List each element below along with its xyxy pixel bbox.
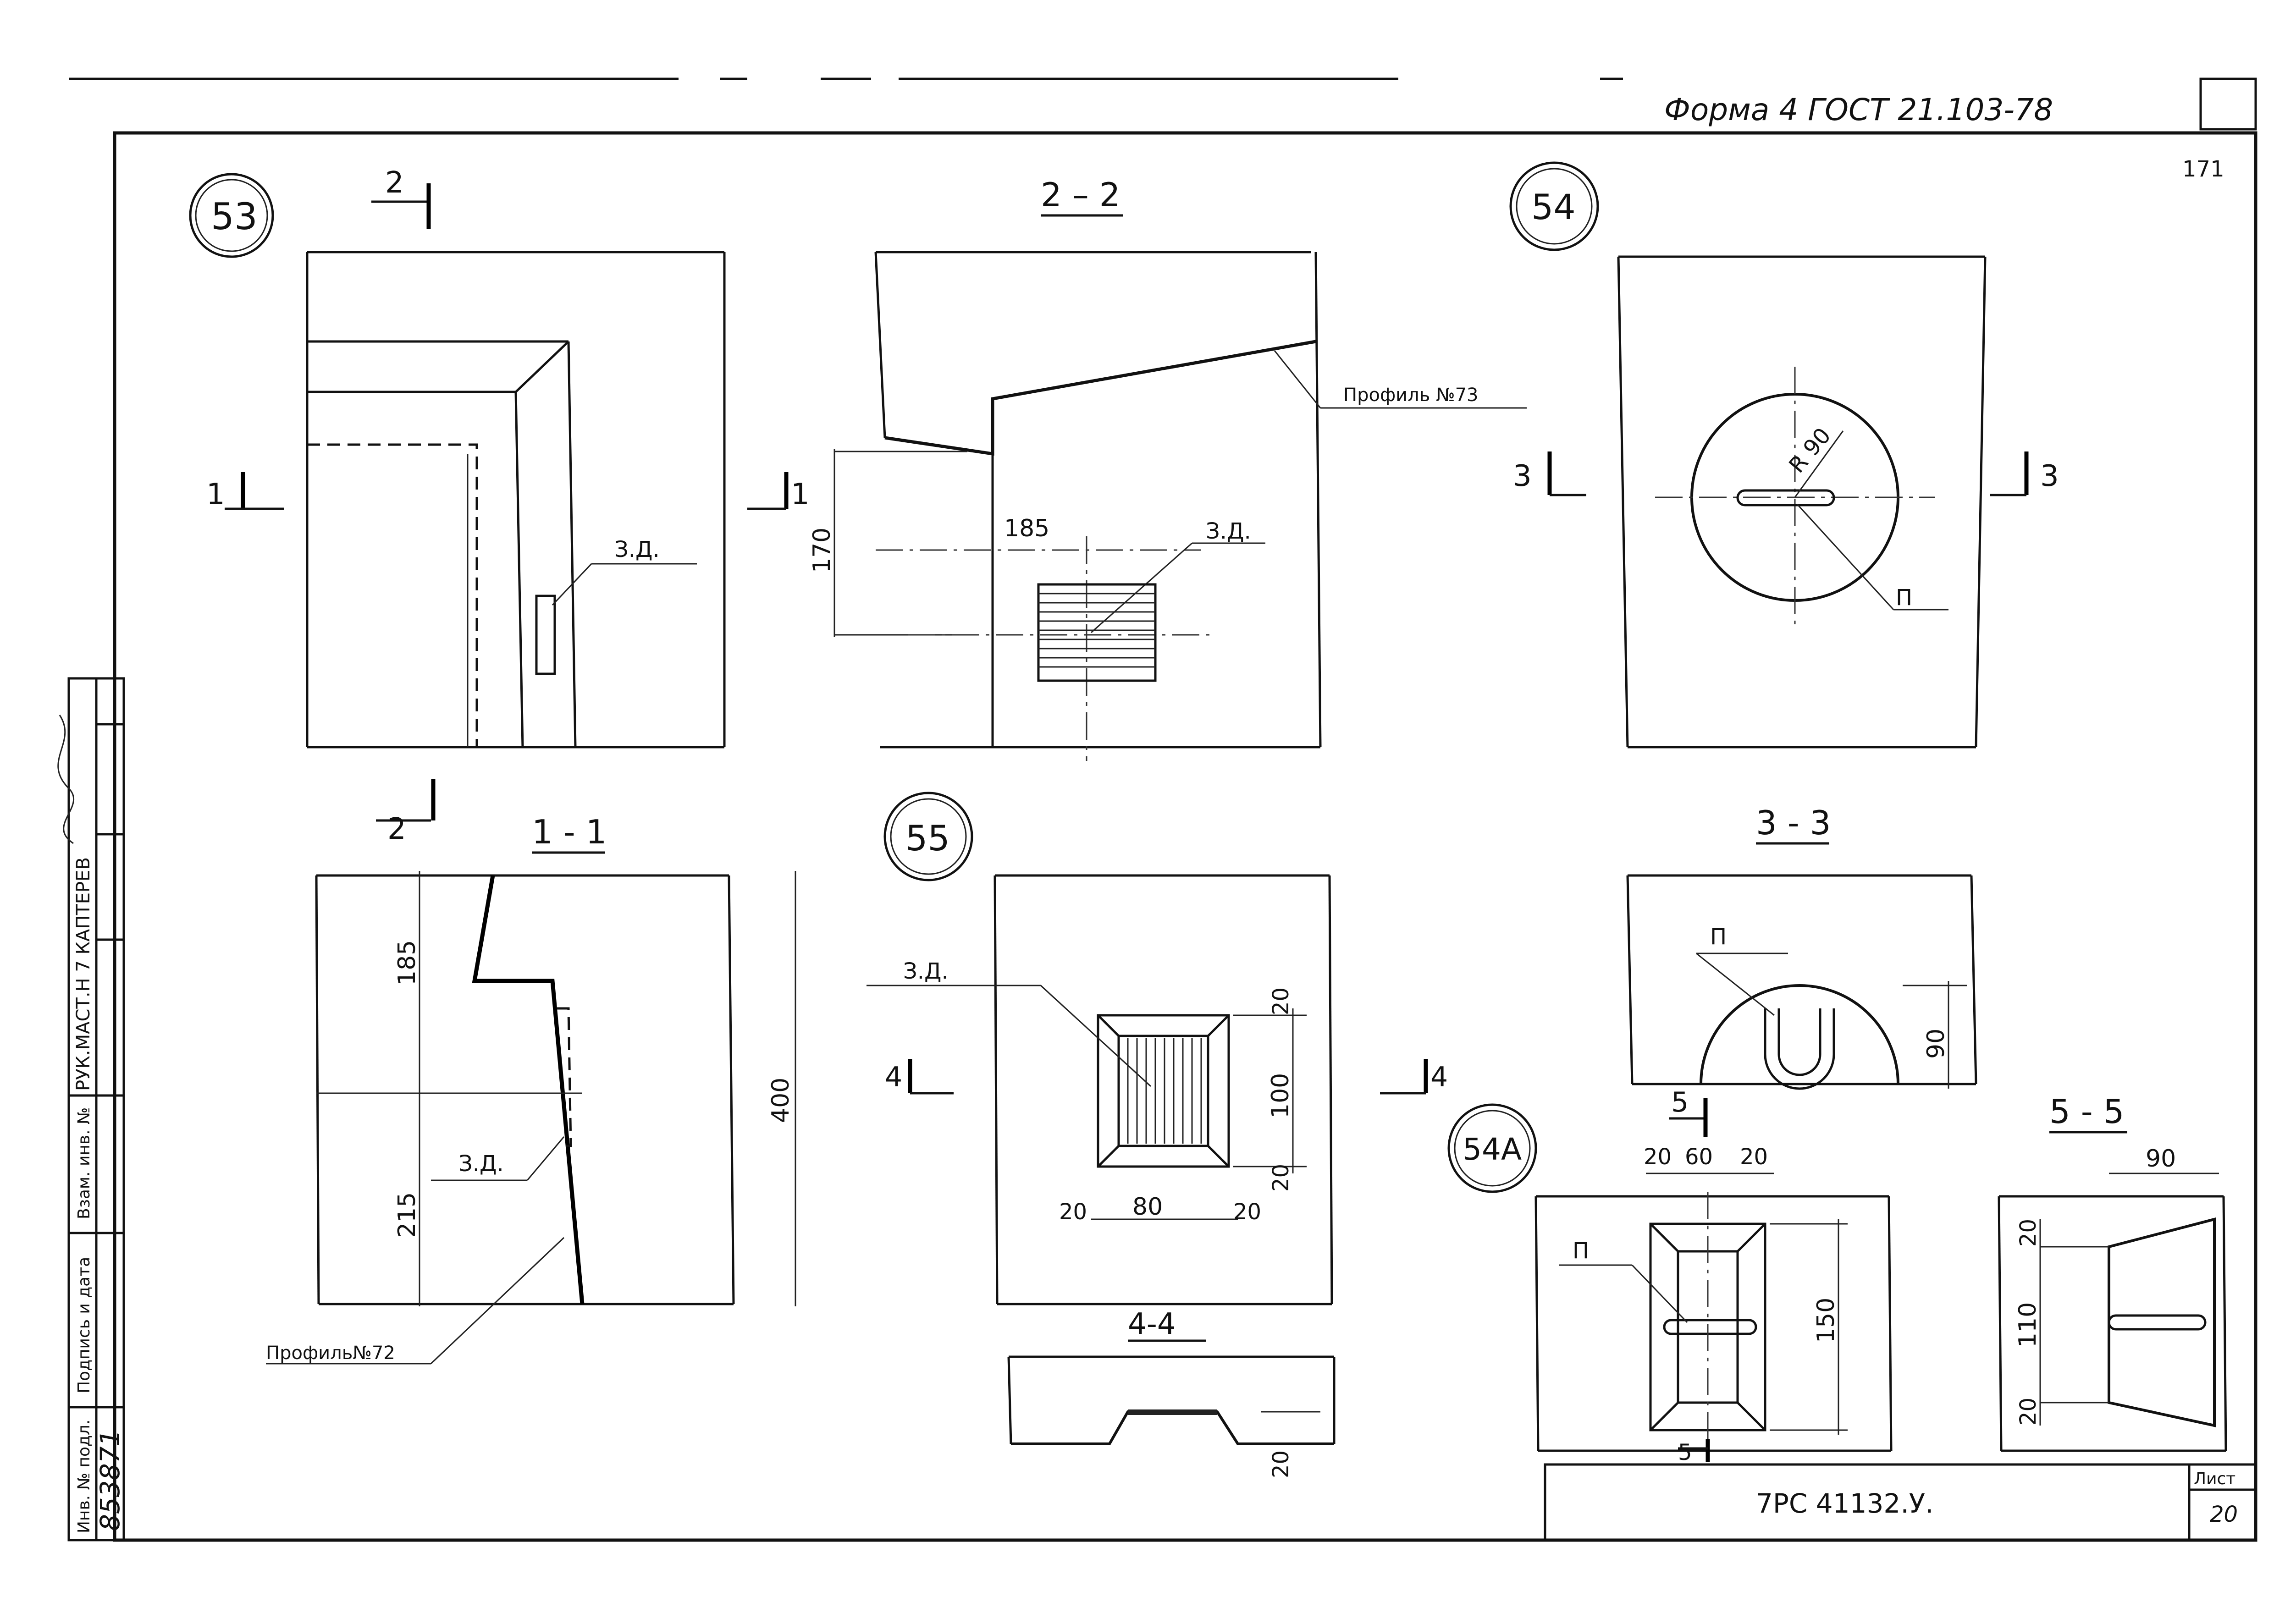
section-2-2: 2 – 2 Профиль №73 170 185 З.Д. bbox=[808, 176, 1527, 761]
embedded-part-hatch-22 bbox=[1038, 593, 1155, 668]
detail-54-plan: 54 R 90 П 3 3 bbox=[1509, 161, 2059, 749]
section-2-2-title: 2 – 2 bbox=[1041, 176, 1120, 214]
p-label-54a: П bbox=[1573, 1238, 1589, 1264]
section-5-5-title: 5 - 5 bbox=[2049, 1092, 2124, 1131]
cut-1-left-label: 1 bbox=[206, 478, 225, 512]
plate-4-4 bbox=[1128, 1409, 1217, 1415]
profile-73-label: Профиль №73 bbox=[1343, 385, 1479, 406]
section-1-1-title: 1 - 1 bbox=[532, 813, 607, 851]
dim-100-55: 100 bbox=[1267, 1073, 1294, 1118]
cut-2-top-label: 2 bbox=[385, 166, 404, 200]
dim-20-55-bottom: 20 bbox=[1268, 1164, 1294, 1192]
stamp-inv-podl-label: Инв. № подл. bbox=[75, 1420, 94, 1533]
cut-1-right-label: 1 bbox=[791, 478, 810, 512]
p-label-54: П bbox=[1896, 585, 1912, 611]
cut-3-left-label: 3 bbox=[1513, 459, 1532, 493]
form-label: Форма 4 ГОСТ 21.103-78 bbox=[1664, 92, 2053, 127]
detail-53-marker bbox=[189, 173, 274, 258]
cut-2-bottom-label: 2 bbox=[387, 812, 406, 846]
detail-55-number: 55 bbox=[905, 818, 950, 859]
detail-54-number: 54 bbox=[1531, 187, 1576, 227]
section-4-4: 4-4 20 bbox=[1007, 1307, 1336, 1478]
stamp-vzam-inv-label: Взам. инв. № bbox=[75, 1107, 94, 1219]
main-frame bbox=[113, 131, 2257, 1542]
dim-215: 215 bbox=[393, 1192, 421, 1238]
sheet-number: 20 bbox=[2210, 1502, 2238, 1527]
zd-label-11: З.Д. bbox=[458, 1151, 504, 1177]
title-code: 7РС 41132.У. bbox=[1756, 1488, 1934, 1519]
stamp-designer: РУК.МАСТ.Н 7 КАПТЕРЕВ bbox=[73, 857, 94, 1091]
detail-53-number: 53 bbox=[211, 195, 258, 238]
dim-170: 170 bbox=[808, 528, 836, 573]
section-3-3-title: 3 - 3 bbox=[1756, 804, 1831, 842]
embedded-part-hatch-55 bbox=[1127, 1038, 1202, 1144]
detail-55-plan: 55 З.Д. 20 100 20 20 80 bbox=[867, 792, 1448, 1305]
page-corner-number: 171 bbox=[2182, 156, 2224, 182]
section-5-5: 5 - 5 90 20 110 20 bbox=[1998, 1092, 2227, 1452]
cut-4-left-label: 4 bbox=[885, 1061, 902, 1093]
detail-54a-plan: 54А 5 П 20 60 20 150 5 bbox=[1447, 1086, 1893, 1465]
cut-5-top-label: 5 bbox=[1671, 1086, 1689, 1118]
detail-54a-marker bbox=[1447, 1103, 1537, 1193]
zd-label-53: З.Д. bbox=[614, 537, 660, 562]
section-1-1: 2 1 - 1 185 215 400 З.Д. Профиль№72 bbox=[266, 779, 796, 1365]
dim-20-54a-left: 20 bbox=[1644, 1144, 1672, 1170]
dim-20-44: 20 bbox=[1268, 1450, 1294, 1478]
dim-20-55s-top: 20 bbox=[2015, 1219, 2041, 1247]
detail-54a-number: 54А bbox=[1463, 1132, 1522, 1167]
dim-20-55s-bottom: 20 bbox=[2015, 1398, 2041, 1426]
dim-20-55-left: 20 bbox=[1059, 1199, 1087, 1225]
title-block: 7РС 41132.У. Лист 20 bbox=[1544, 1463, 2257, 1541]
dim-185-11: 185 bbox=[393, 940, 421, 985]
dim-20-54a-right: 20 bbox=[1740, 1144, 1768, 1170]
dim-110-55s: 110 bbox=[2014, 1302, 2042, 1348]
sheet-label: Лист bbox=[2194, 1470, 2235, 1488]
stamp-sign-date-label: Подпись и дата bbox=[75, 1257, 94, 1393]
dim-400: 400 bbox=[767, 1078, 795, 1123]
zd-label-55: З.Д. bbox=[903, 958, 949, 984]
stamp-inv-podl-value: 853871 bbox=[94, 1430, 126, 1531]
zd-label-22: З.Д. bbox=[1206, 518, 1251, 544]
detail-54-marker bbox=[1509, 161, 1599, 251]
p-label-33: П bbox=[1710, 924, 1727, 950]
cut-3-right-label: 3 bbox=[2040, 459, 2059, 493]
detail-53-elevation: 53 2 З.Д. 1 1 bbox=[189, 166, 810, 749]
dim-80-55: 80 bbox=[1132, 1193, 1163, 1221]
dim-150-54a: 150 bbox=[1812, 1298, 1840, 1343]
detail-55-marker bbox=[883, 792, 973, 881]
profile-72-label: Профиль№72 bbox=[266, 1343, 395, 1364]
dim-20-55-right: 20 bbox=[1233, 1199, 1261, 1225]
dim-20-55-top: 20 bbox=[1268, 987, 1294, 1015]
dim-60-54a: 60 bbox=[1685, 1144, 1713, 1170]
corner-box bbox=[2199, 77, 2257, 131]
dim-90-55: 90 bbox=[2146, 1145, 2176, 1173]
dim-90-33: 90 bbox=[1922, 1029, 1950, 1059]
dim-185-22: 185 bbox=[1004, 515, 1049, 542]
side-stamp: РУК.МАСТ.Н 7 КАПТЕРЕВ Взам. инв. № Подпи… bbox=[57, 677, 126, 1541]
section-3-3: 3 - 3 П 90 bbox=[1626, 804, 1977, 1090]
cut-4-right-label: 4 bbox=[1430, 1061, 1448, 1093]
cut-5-bottom-label: 5 bbox=[1678, 1440, 1692, 1465]
section-4-4-title: 4-4 bbox=[1128, 1307, 1176, 1341]
